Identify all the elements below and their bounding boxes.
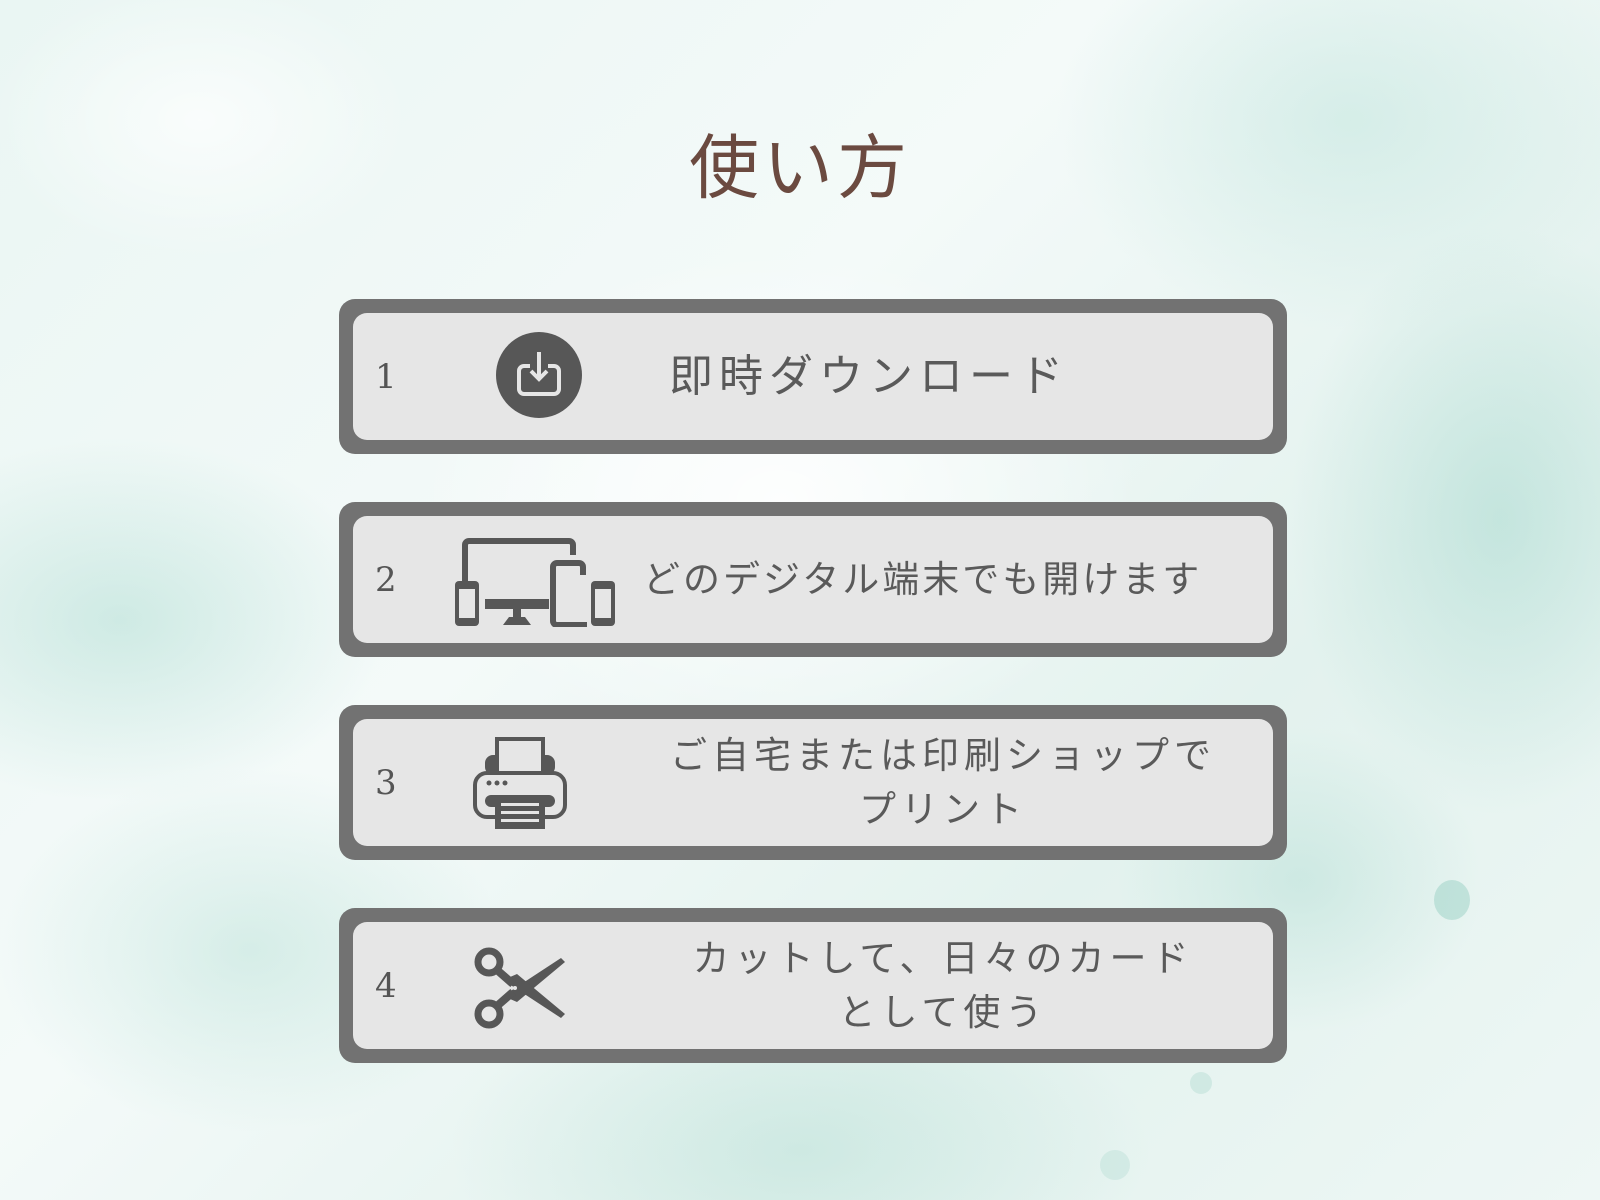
step-label-line-2: プリント	[859, 787, 1027, 831]
step-text: どのデジタル端末でも開けます	[633, 516, 1253, 643]
step-text: ご自宅または印刷ショップで プリント	[633, 719, 1253, 846]
step-card-3: 3 ご自宅または印刷ショップで	[339, 705, 1287, 860]
step-number: 3	[375, 762, 397, 803]
step-number: 2	[375, 559, 397, 600]
step-card-2: 2 どのデジタル端末でも開けます	[339, 502, 1287, 657]
step-number: 1	[375, 356, 397, 397]
step-card-1: 1 即時ダウンロード	[339, 299, 1287, 454]
watercolor-splash	[1100, 1150, 1130, 1180]
step-text: カットして、日々のカード として使う	[633, 922, 1253, 1049]
step-card-4: 4 カットして、日々のカード として使う	[339, 908, 1287, 1063]
watercolor-splash	[1434, 880, 1470, 920]
page-title: 使い方	[689, 127, 911, 209]
step-label: 即時ダウンロード	[669, 350, 1069, 402]
watercolor-splash	[1190, 1072, 1212, 1094]
step-label-line-1: カットして、日々のカード	[692, 936, 1194, 980]
step-label-line-2: として使う	[838, 990, 1048, 1034]
step-number: 4	[375, 965, 397, 1006]
download-icon	[496, 331, 582, 422]
printer-icon	[473, 736, 567, 833]
step-label: どのデジタル端末でも開けます	[643, 557, 1203, 601]
step-text: 即時ダウンロード	[633, 313, 1253, 440]
devices-icon	[453, 537, 617, 631]
step-label-line-1: ご自宅または印刷ショップで	[670, 733, 1216, 777]
scissors-icon	[473, 946, 567, 1034]
